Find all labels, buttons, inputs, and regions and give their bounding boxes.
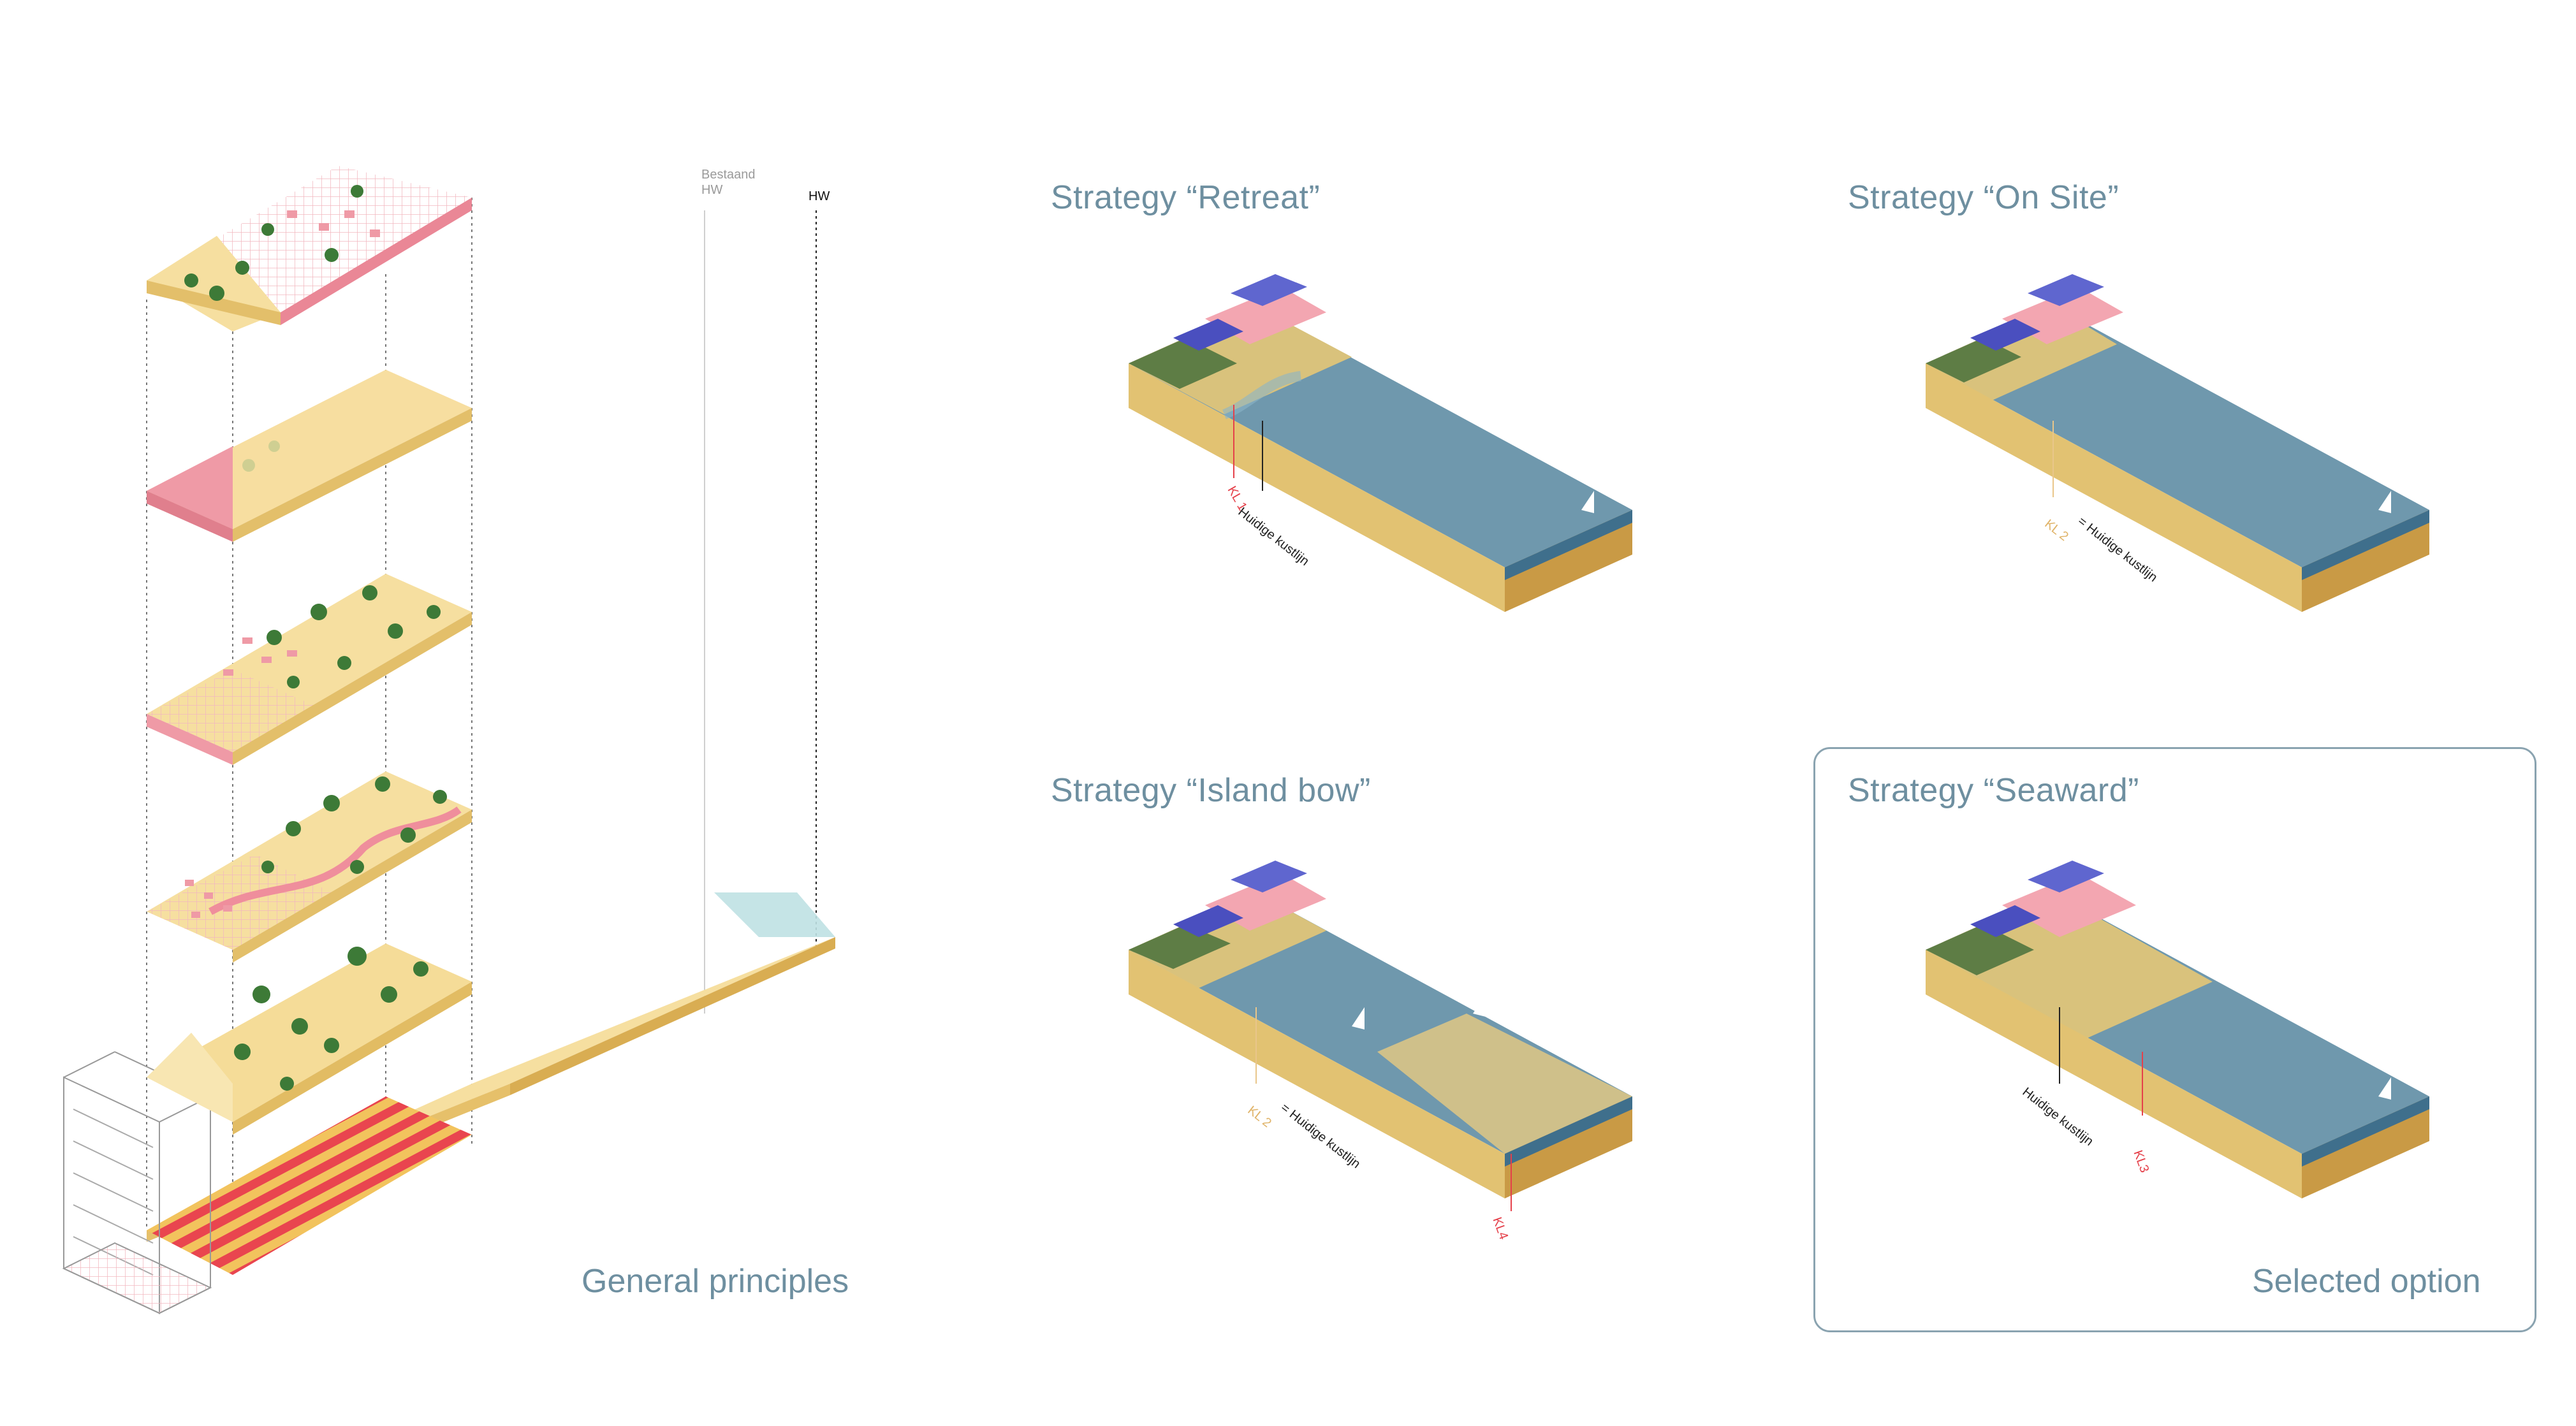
terrain-block bbox=[1129, 861, 1632, 1198]
strategy-seaward-title: Strategy “Seaward” bbox=[1848, 772, 2139, 809]
selected-option-caption: Selected option bbox=[2252, 1263, 2481, 1300]
layer-sand bbox=[147, 370, 472, 542]
layer-urban-path bbox=[147, 771, 472, 963]
strategy-island-bow-title: Strategy “Island bow” bbox=[1051, 772, 1371, 809]
selected-option-frame bbox=[1813, 747, 2536, 1332]
layer-dunes bbox=[147, 943, 472, 1135]
strategy-seaward-diagram bbox=[1926, 861, 2429, 1198]
strategy-island-bow-diagram bbox=[1129, 861, 1632, 1211]
hw-existing-label: Bestaand HW bbox=[701, 168, 756, 197]
base-ground-plane bbox=[147, 892, 835, 1275]
terrain-block bbox=[1926, 274, 2429, 612]
strategy-onsite-title: Strategy “On Site” bbox=[1848, 179, 2119, 216]
layer-urban-trees bbox=[147, 574, 472, 765]
strategy-retreat-title: Strategy “Retreat” bbox=[1051, 179, 1321, 216]
building-wireframe bbox=[62, 1051, 212, 1314]
strategy-onsite-diagram bbox=[1926, 274, 2429, 612]
hw-label: HW bbox=[809, 189, 830, 203]
terrain-block bbox=[1129, 274, 1632, 612]
general-principles-diagram bbox=[62, 166, 835, 1314]
layer-top-urban bbox=[147, 166, 472, 331]
terrain-block bbox=[1926, 861, 2429, 1198]
general-principles-caption: General principles bbox=[582, 1263, 849, 1300]
strategy-retreat-diagram bbox=[1129, 274, 1632, 612]
